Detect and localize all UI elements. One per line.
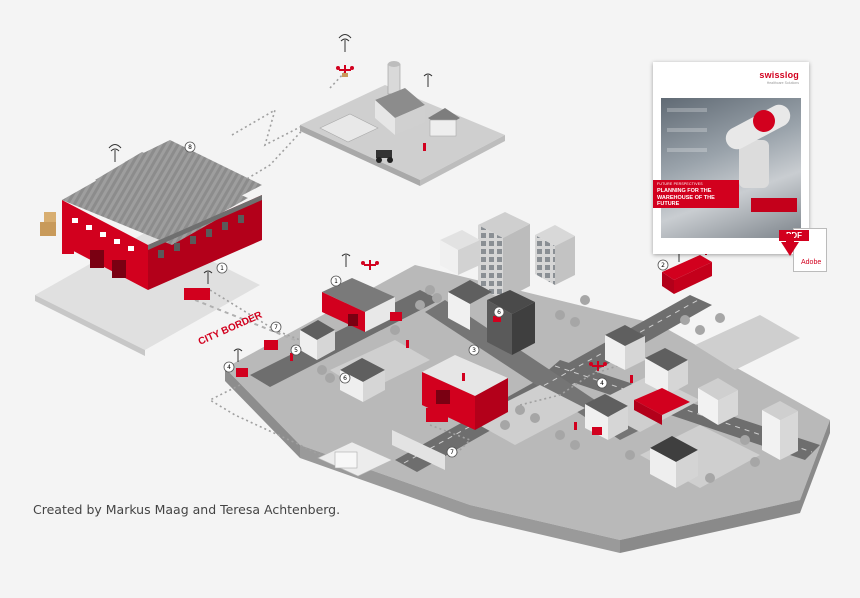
city-buildings [300, 212, 798, 488]
pdf-download-button[interactable]: PDF Adobe [779, 228, 829, 274]
brand-subtitle: Healthcare Solutions [766, 81, 799, 85]
delivery-robot-icon [184, 288, 602, 435]
brochure-title-banner: FUTURE PERSPECTIVES PLANNING FOR THE WAR… [653, 180, 739, 208]
brochure-cover[interactable]: swisslog Healthcare Solutions FUTURE PER… [653, 62, 809, 254]
factory-building [35, 140, 262, 356]
marker-label: 6 [343, 375, 347, 382]
antenna-icon [108, 34, 684, 362]
image-credit: Created by Markus Maag and Teresa Achten… [33, 502, 341, 517]
pdf-tag: PDF [779, 230, 809, 241]
marker-label: 4 [227, 364, 231, 371]
marker-label: 1 [334, 278, 338, 285]
person-icon [290, 340, 633, 430]
marker-label: 7 [274, 324, 278, 331]
farm-platform [300, 61, 505, 186]
city-border-label: CITY BORDER [197, 309, 265, 347]
marker-label: 7 [450, 449, 454, 456]
marker-label: 6 [497, 309, 501, 316]
adobe-label: Adobe [801, 259, 822, 266]
brochure-headline: PLANNING FOR THE WAREHOUSE OF THE FUTURE [657, 188, 715, 207]
marker-label: 5 [294, 347, 298, 354]
download-arrow-icon [786, 234, 794, 244]
marker-label: 1 [220, 265, 224, 272]
marker-label: 3 [472, 347, 476, 354]
swisslog-logo: swisslog [759, 70, 799, 80]
download-arrow-head-icon [781, 242, 799, 256]
marker-label: 8 [188, 144, 192, 151]
marker-label: 4 [600, 380, 604, 387]
brochure-kicker: FUTURE PERSPECTIVES [657, 182, 703, 186]
trees [317, 285, 760, 483]
numbered-marker: 8 1 1 7 5 4 6 6 3 2 4 7 [184, 141, 669, 458]
marker-label: 2 [661, 262, 665, 269]
robot-arm-photo [661, 98, 801, 238]
